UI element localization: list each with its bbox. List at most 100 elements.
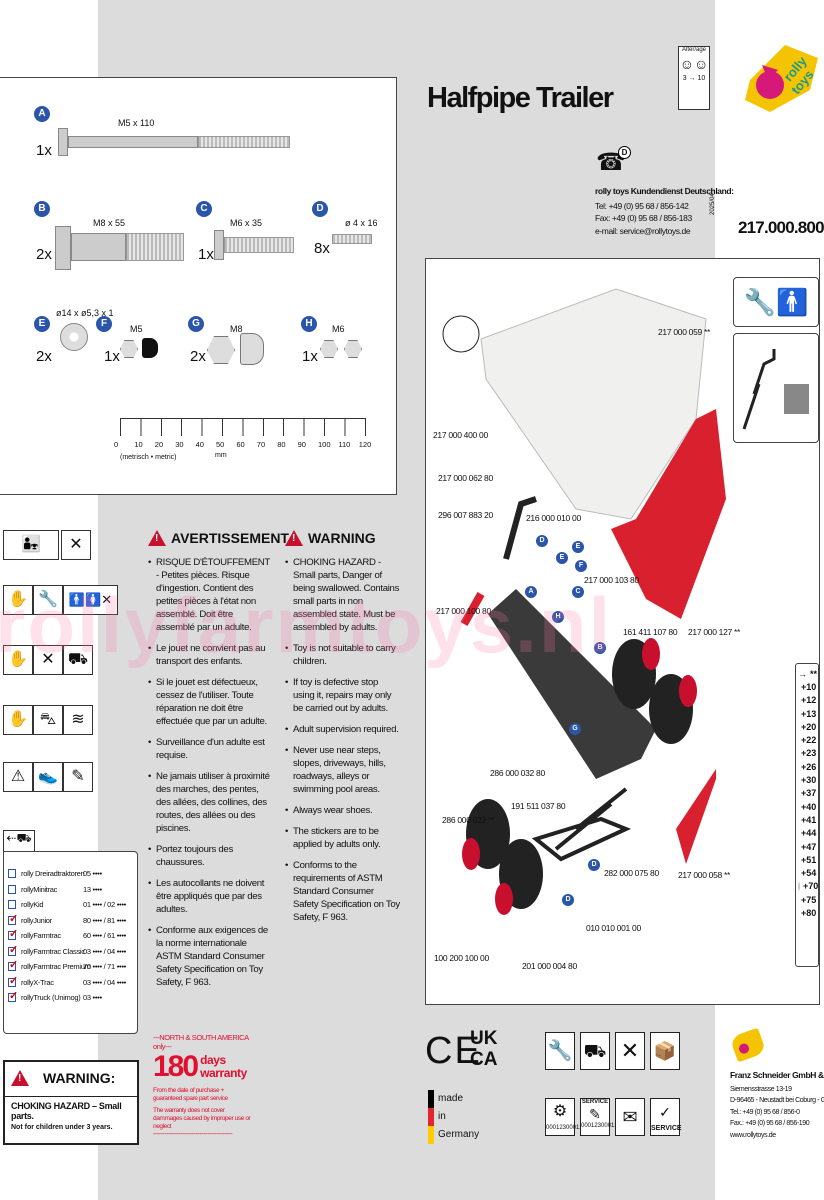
legend-code: +51	[801, 854, 817, 865]
badge-e: E	[34, 316, 50, 332]
ruler-unit: mm	[215, 452, 227, 459]
nut-f	[120, 340, 138, 358]
service-form-label: SERVICE	[581, 1099, 609, 1105]
part-number: 216 000 010 00	[526, 513, 581, 523]
cap-nut-g	[240, 333, 264, 365]
legend-list: +10+12+13+20+22+23+26+30+37+40+41+44+47+…	[798, 680, 819, 919]
size-h: M6	[332, 324, 345, 334]
serial-label: 00012300012	[581, 1123, 618, 1129]
contact-email: e-mail: service@rollytoys.de	[595, 225, 691, 236]
warning-item: Portez toujours des chaussures.	[148, 843, 273, 869]
qty-h: 1x	[302, 348, 318, 365]
warning-triangle-icon: !	[11, 1070, 29, 1086]
compat-codes: 03 •••• / 04 ••••	[83, 946, 127, 956]
legend-item: +22	[798, 733, 816, 746]
part-number: 217 000 058 **	[678, 870, 731, 880]
hardware-panel: A 1x M5 x 110 B 2x M8 x 55 C 1x M6 x 35 …	[0, 77, 397, 495]
part-number: 286 000 032 80	[490, 768, 545, 778]
company-fax: Fax.: +49 (0) 95 68 / 856-190	[730, 1120, 810, 1127]
cap-nut-f	[142, 338, 158, 358]
size-f: M5	[130, 324, 143, 334]
compat-checkbox	[8, 943, 18, 956]
diagram-badge: C	[572, 586, 584, 598]
legend-code: +26	[801, 761, 817, 772]
safety-icons: 👨‍👧 ✕ ✋ 🔧 🚹🚺✕ ✋ ✕ ⛟ ✋ ⛍ ≋ ⚠ 👟 ✎	[3, 530, 118, 830]
part-number: 217 000 062 80	[438, 473, 493, 483]
badge-h: H	[301, 316, 317, 332]
ruler-tick-label: 40	[195, 440, 204, 449]
bolt-a	[58, 128, 68, 156]
compat-name: rolly Dreiradtraktoren	[21, 869, 85, 879]
legend-code: +54	[801, 868, 817, 879]
box-icon: 📦	[650, 1032, 680, 1070]
manual-tools-icon: 🔧	[545, 1032, 575, 1070]
compat-codes: 80 •••• / 81 ••••	[83, 915, 127, 925]
warranty-rule: ----------------------------------------…	[153, 1131, 233, 1138]
ruler-tick-label: 50	[216, 440, 225, 449]
warning-item: Adult supervision required.	[285, 723, 400, 736]
company-street: Siemensstrasse 13-19	[730, 1085, 792, 1093]
color-dot	[798, 881, 800, 891]
legend-code: +40	[801, 801, 817, 812]
stop-hand-icon: ✋	[3, 645, 33, 675]
nut-h	[320, 340, 338, 358]
diagram-badge: B	[594, 642, 606, 654]
legend-item: +30	[798, 773, 816, 786]
legend-code: +47	[801, 841, 817, 852]
contact-heading: rolly toys Kundendienst Deutschland:	[595, 186, 734, 196]
legend-item: +47	[798, 840, 816, 853]
ruler-tick-label: 90	[297, 440, 306, 449]
part-number: 217 000 400 00	[433, 430, 488, 440]
part-number: 191 511 037 80	[511, 801, 566, 811]
part-number: 217 000 103 80	[584, 575, 639, 585]
warning-item: If toy is defective stop using it, repai…	[285, 676, 400, 715]
no-towing-icon: ✕	[33, 645, 63, 675]
qty-c: 1x	[198, 246, 214, 263]
trailer-icon: ⛟	[580, 1032, 610, 1070]
ruler-tick-label: 30	[175, 440, 184, 449]
size-d: ø 4 x 16	[345, 218, 378, 228]
warning-en-title: WARNING	[308, 530, 376, 546]
ruler-tick-label: 10	[134, 440, 143, 449]
legend-code: +70	[803, 881, 819, 892]
compat-codes: 01 •••• / 02 ••••	[83, 900, 127, 910]
age-label: Alter/age	[681, 47, 706, 53]
stop-hand-icon: ✋	[3, 705, 33, 735]
diagram-badge: F	[575, 560, 587, 572]
qty-e: 2x	[36, 348, 52, 365]
bolt-b	[55, 226, 71, 270]
diagram-badge: A	[525, 586, 537, 598]
legend-item: +70	[798, 880, 819, 893]
compat-checkbox	[8, 869, 16, 879]
compat-checkbox	[8, 912, 18, 925]
hitch	[460, 592, 485, 626]
warning-item: Les autocollants ne doivent être appliqu…	[148, 877, 273, 916]
screw-d	[332, 234, 372, 244]
warranty-block: ---NORTH & SOUTH AMERICA only--- 180 day…	[153, 1033, 253, 1138]
drawbar	[503, 496, 537, 560]
page-title: Halfpipe Trailer	[427, 82, 614, 114]
compat-name: rollyFarmtrac Premium	[21, 962, 91, 972]
serial-label: 00012300012	[546, 1125, 583, 1131]
choking-warning-box: ! WARNING: CHOKING HAZARD – Small parts.…	[3, 1060, 139, 1145]
bolt-c	[214, 230, 224, 260]
legend-item: +12	[798, 694, 816, 707]
country-badge: D	[618, 146, 631, 159]
part-number: 201 000 004 80	[522, 961, 577, 971]
diagram-badge: E	[572, 541, 584, 553]
compat-codes: 13 ••••	[83, 884, 102, 894]
arrow-icon: →	[798, 668, 807, 679]
badge-a: A	[34, 106, 50, 122]
nut-g	[207, 336, 235, 364]
country-label: Germany	[438, 1129, 480, 1140]
size-g: M8	[230, 324, 243, 334]
legend-item: +37	[798, 787, 816, 800]
compat-codes: 03 ••••	[83, 993, 102, 1003]
stop-hand-icon: ✋	[3, 585, 33, 615]
legend-item: +20	[798, 720, 816, 733]
